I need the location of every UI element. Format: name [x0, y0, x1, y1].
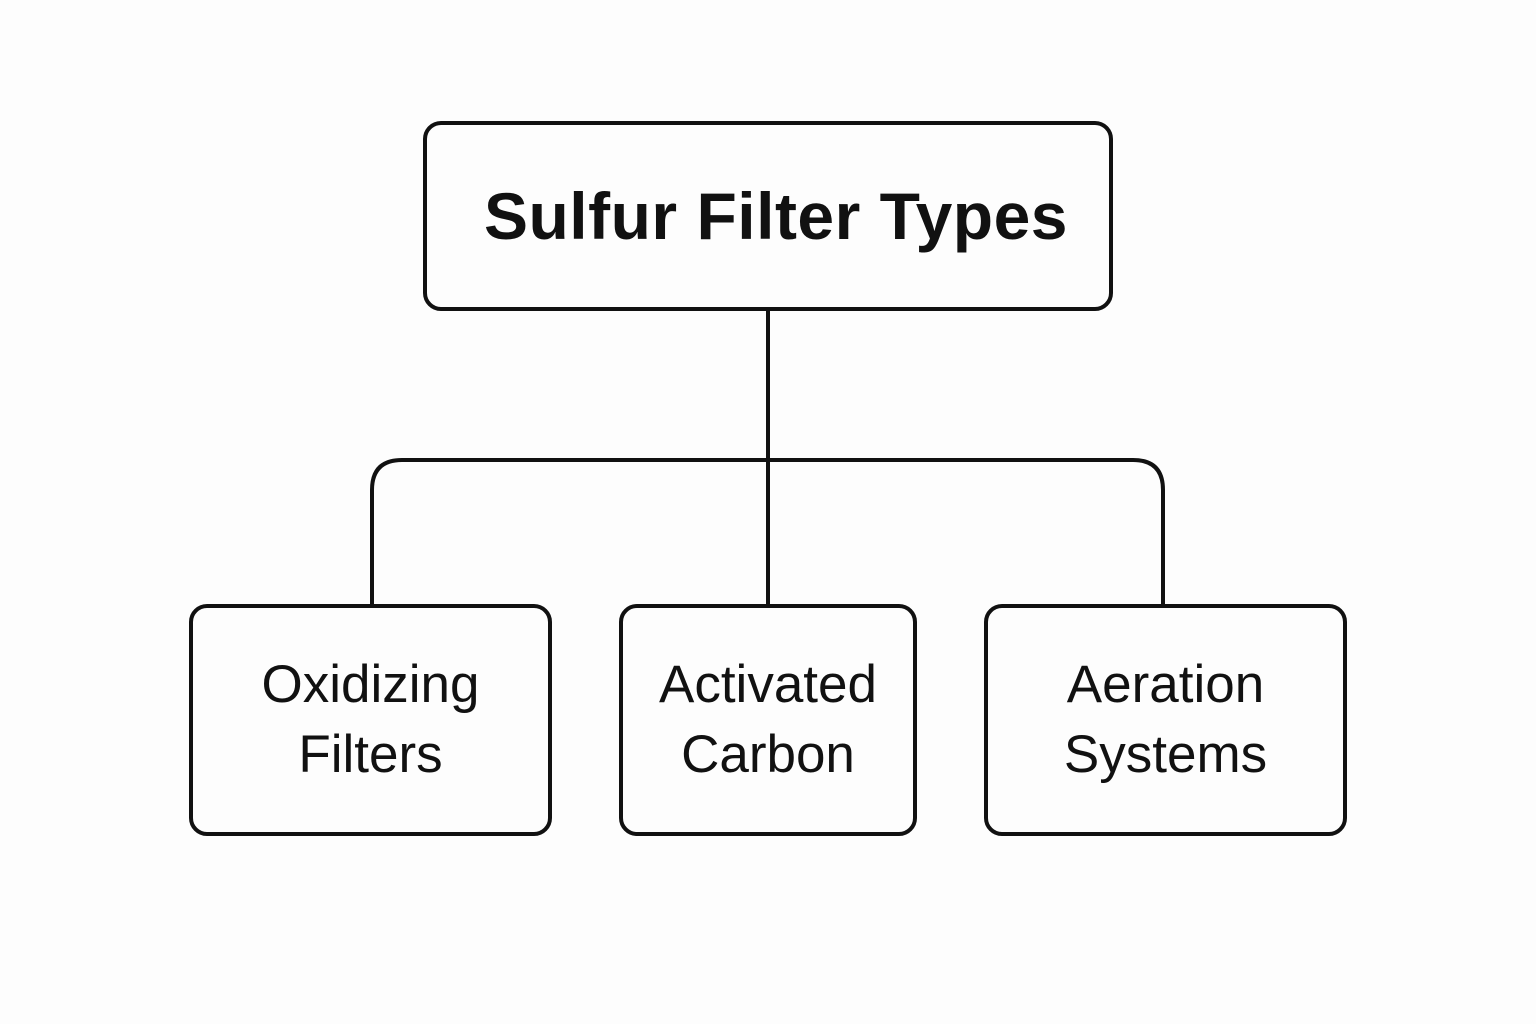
child-node-activated-carbon: Activated Carbon [619, 604, 917, 836]
root-node-label: Sulfur Filter Types [483, 179, 1069, 253]
child-node-label: Activated Carbon [658, 655, 877, 784]
child-node-label: Oxidizing Filters [261, 655, 480, 784]
child-node-oxidizing-filters: Oxidizing Filters [189, 604, 552, 836]
root-node-sulfur-filter-types: Sulfur Filter Types [423, 121, 1113, 311]
child-node-aeration-systems: Aeration Systems [984, 604, 1347, 836]
child-node-label: Aeration Systems [1063, 655, 1268, 784]
